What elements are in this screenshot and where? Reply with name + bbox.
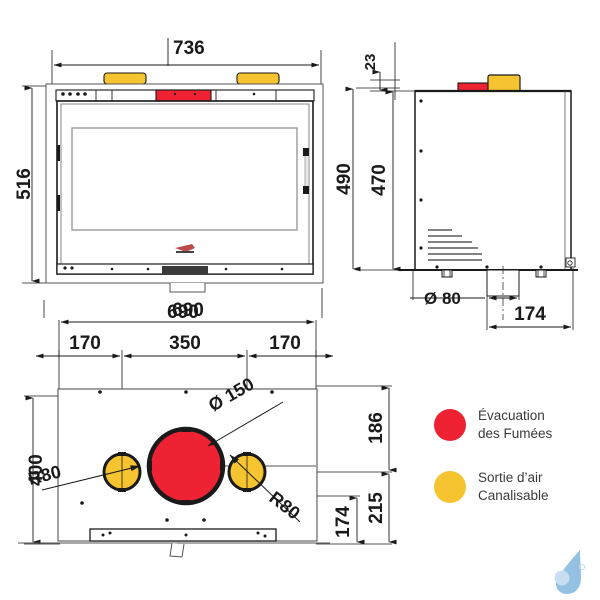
front-brand-mark bbox=[175, 244, 195, 253]
side-feet bbox=[441, 269, 547, 278]
air-outlet-right bbox=[236, 72, 280, 85]
plan-bottom-tab bbox=[169, 542, 185, 558]
side-grille bbox=[428, 229, 482, 261]
dim-736: 736 bbox=[53, 38, 320, 68]
dim-350-label: 350 bbox=[169, 333, 201, 354]
dim-dia80-label: Ø 80 bbox=[424, 289, 461, 308]
legend-flue-line1: Évacuation bbox=[478, 408, 545, 423]
air-outlet-plan-right bbox=[227, 452, 267, 492]
legend-air-line1: Sortie d’air bbox=[478, 470, 543, 485]
side-body bbox=[414, 90, 572, 271]
side-top-outlets bbox=[457, 74, 521, 93]
dim-400: 400 bbox=[25, 395, 47, 545]
dim-690-front-label: 690 bbox=[167, 302, 199, 323]
legend-item-air: Sortie d’air Canalisable bbox=[434, 470, 549, 503]
dim-186: 186 bbox=[366, 385, 397, 473]
yellow-dot-icon bbox=[434, 471, 466, 503]
dim-23-label: 23 bbox=[362, 54, 379, 71]
legend-item-flue: Évacuation des Fumées bbox=[434, 408, 553, 441]
air-outlet-plan-left bbox=[102, 452, 142, 492]
front-view: 736 516 690 bbox=[14, 38, 324, 323]
dim-736-label: 736 bbox=[173, 38, 205, 59]
dim-690-plan: 690 bbox=[60, 300, 315, 325]
legend: Évacuation des Fumées Sortie d’air Canal… bbox=[434, 408, 553, 503]
dim-690-front: 690 bbox=[167, 302, 199, 323]
dim-174-plan-label: 174 bbox=[333, 506, 354, 538]
dim-174-side-label: 174 bbox=[514, 304, 546, 325]
dim-174-plan: 174 bbox=[333, 495, 365, 545]
front-bottom-handle bbox=[169, 283, 206, 293]
side-view: 23 490 470 bbox=[334, 42, 578, 330]
air-outlet-left bbox=[103, 72, 147, 85]
dim-174-side: 174 bbox=[488, 304, 572, 330]
dim-215: 215 bbox=[366, 471, 397, 545]
dim-470-label: 470 bbox=[369, 164, 390, 196]
dim-170-left-label: 170 bbox=[69, 333, 101, 354]
legend-flue-line2: des Fumées bbox=[478, 426, 553, 441]
front-glass-pane bbox=[71, 127, 298, 231]
dim-segments: 170 350 170 bbox=[35, 333, 334, 359]
plan-view: 690 170 350 170 400 186 215 1 bbox=[18, 300, 397, 558]
dim-516-label: 516 bbox=[14, 168, 35, 200]
flue-outlet-front bbox=[155, 89, 212, 102]
dim-170-right-label: 170 bbox=[269, 333, 301, 354]
dim-23: 23 bbox=[362, 54, 388, 93]
dim-516: 516 bbox=[14, 85, 40, 284]
dim-215-label: 215 bbox=[366, 492, 387, 524]
legend-air-line2: Canalisable bbox=[478, 488, 549, 503]
dim-690-plan-label: 690 bbox=[172, 300, 204, 321]
dim-490-label: 490 bbox=[334, 163, 355, 195]
flue-outlet-plan bbox=[146, 426, 226, 506]
plan-plinth-bar bbox=[89, 528, 277, 542]
dim-490: 490 bbox=[334, 86, 361, 272]
droplet-logo bbox=[554, 550, 586, 594]
dim-dia80: Ø 80 bbox=[410, 289, 518, 308]
dim-400-label: 400 bbox=[26, 454, 47, 486]
side-air-block bbox=[487, 74, 521, 93]
dim-186-label: 186 bbox=[366, 412, 387, 444]
red-dot-icon bbox=[434, 409, 466, 441]
dim-470: 470 bbox=[369, 89, 401, 272]
